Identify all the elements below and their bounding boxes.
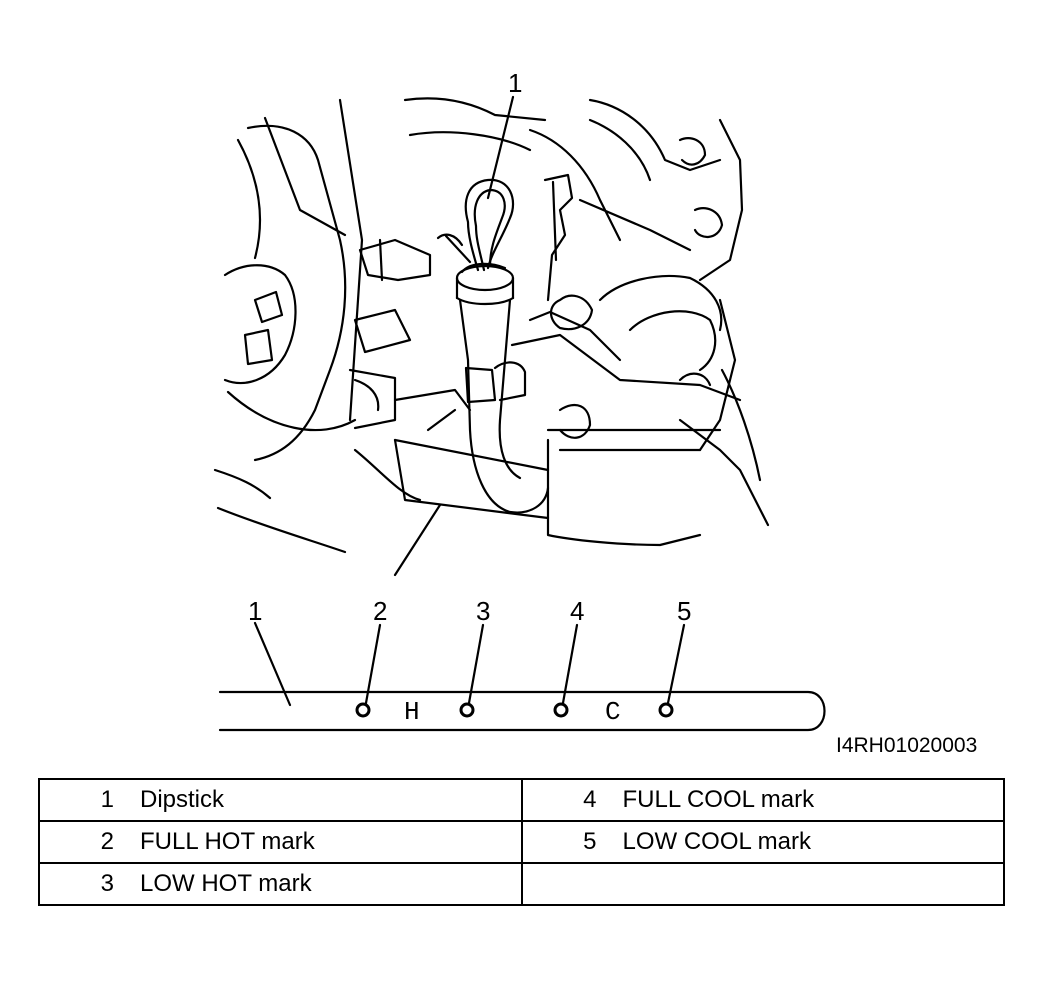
figure-code: I4RH01020003 — [836, 734, 977, 757]
hot-mark-letter: H — [404, 697, 420, 727]
legend-cell: 5 LOW COOL mark — [520, 820, 1005, 864]
low-hot-mark — [459, 702, 475, 718]
full-cool-mark — [553, 702, 569, 718]
transaxle-case — [348, 97, 550, 520]
legend-number: 4 — [583, 786, 597, 813]
legend-cell: 4 FULL COOL mark — [520, 778, 1005, 822]
callout-1-top: 1 — [508, 68, 522, 98]
legend-label: LOW COOL mark — [622, 828, 811, 855]
legend-label: LOW HOT mark — [140, 870, 312, 897]
legend-number: 1 — [100, 786, 114, 813]
level-marks — [355, 702, 674, 718]
strip-leader-lines — [253, 621, 686, 707]
lower-body-lines — [213, 468, 442, 577]
engine-housing-outline — [223, 98, 364, 462]
dipstick-tube — [436, 233, 550, 514]
legend-table: 1 Dipstick 4 FULL COOL mark 2 FULL HOT mark… — [38, 778, 1005, 906]
full-hot-mark — [355, 702, 371, 718]
callout-2-strip: 2 — [373, 596, 387, 626]
legend-number: 2 — [100, 828, 114, 855]
legend-label: Dipstick — [140, 786, 225, 813]
callout-5-strip: 5 — [677, 596, 691, 626]
cool-mark-letter: C — [605, 697, 621, 727]
dipstick-strip — [218, 690, 826, 732]
legend-cell: 1 Dipstick — [38, 778, 523, 822]
legend-label: FULL COOL mark — [622, 786, 815, 813]
callout-3-strip: 3 — [476, 596, 490, 626]
low-cool-mark — [658, 702, 674, 718]
legend-cell: 2 FULL HOT mark — [38, 820, 523, 864]
legend-label: FULL HOT mark — [140, 828, 315, 855]
callout-1-strip: 1 — [248, 596, 262, 626]
legend-row: 3 LOW HOT mark — [38, 862, 1005, 906]
legend-number: 3 — [100, 870, 114, 897]
engine-components-right — [510, 98, 770, 547]
legend-row: 1 Dipstick 4 FULL COOL mark — [38, 778, 1005, 822]
legend-number: 5 — [583, 828, 597, 855]
callout-4-strip: 4 — [570, 596, 584, 626]
legend-row: 2 FULL HOT mark 5 LOW COOL mark — [38, 820, 1005, 864]
legend-cell — [520, 862, 1005, 906]
legend-cell: 3 LOW HOT mark — [38, 862, 523, 906]
callout-leader-top — [486, 95, 515, 200]
